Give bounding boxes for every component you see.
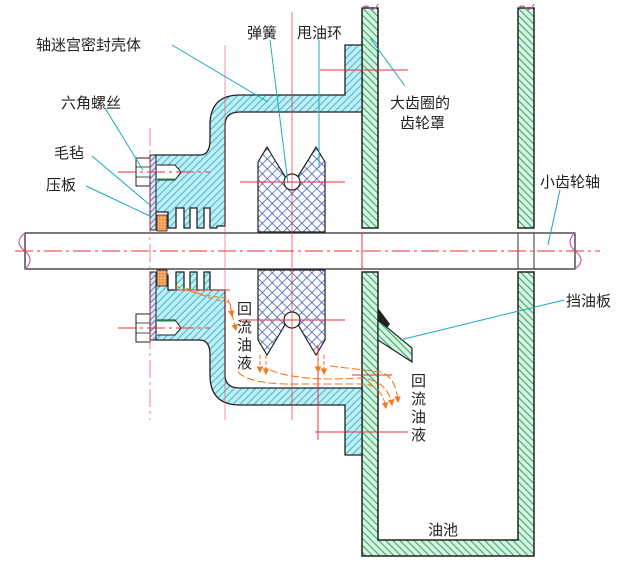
label-pressure-plate: 压板 — [46, 176, 76, 194]
label-return-oil-2: 回 流 油 液 — [411, 372, 426, 444]
leader-lines — [85, 37, 565, 341]
svg-text:液: 液 — [411, 426, 426, 444]
svg-text:流: 流 — [237, 318, 252, 336]
pressure-plate-lower — [149, 271, 157, 341]
label-oil-sump: 油池 — [428, 521, 458, 539]
svg-text:回: 回 — [237, 300, 252, 318]
felt-lower — [156, 269, 168, 287]
break-line-top-right — [517, 3, 535, 10]
label-pinion-shaft: 小齿轮轴 — [540, 173, 600, 191]
label-return-oil-1: 回 流 油 液 — [237, 300, 252, 372]
svg-text:回: 回 — [411, 372, 426, 390]
label-oil-slinger: 甩油环 — [297, 24, 342, 42]
label-spring: 弹簧 — [247, 24, 277, 42]
oil-baffle — [377, 308, 413, 364]
gear-cover — [361, 3, 535, 557]
svg-text:液: 液 — [237, 354, 252, 372]
svg-text:油: 油 — [411, 408, 426, 426]
svg-text:油: 油 — [237, 336, 252, 354]
label-gear-cover-line1: 大齿圈的 — [390, 94, 450, 112]
break-line-top-left — [361, 3, 379, 10]
seal-housing — [154, 44, 363, 456]
label-felt: 毛毡 — [54, 144, 84, 162]
svg-text:流: 流 — [411, 390, 426, 408]
label-hex-screw: 六角螺丝 — [61, 94, 121, 112]
felt — [156, 214, 168, 232]
label-gear-cover-line2: 齿轮罩 — [400, 114, 445, 132]
label-oil-baffle: 挡油板 — [566, 292, 611, 310]
oil-flow-arrows — [174, 285, 401, 410]
pressure-plate — [149, 154, 157, 231]
centerlines — [15, 12, 600, 440]
label-housing: 轴迷宫密封壳体 — [36, 36, 141, 54]
